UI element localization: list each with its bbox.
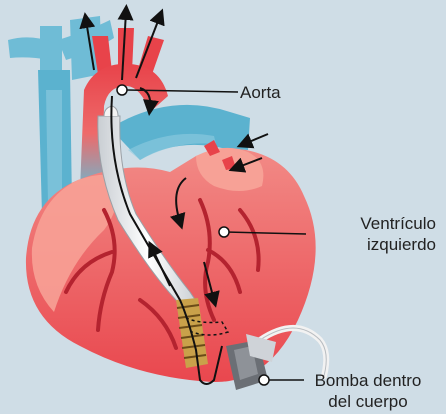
label-left-ventricle-line2: izquierdo <box>310 234 436 255</box>
label-pump-line1: Bomba dentro <box>296 370 440 391</box>
callout-marker <box>117 85 127 95</box>
label-aorta: Aorta <box>240 82 281 103</box>
label-left-ventricle: Ventrículo izquierdo <box>310 213 436 255</box>
callout-marker <box>219 227 229 237</box>
label-pump-in-body: Bomba dentro del cuerpo <box>296 370 440 412</box>
callout-marker <box>259 375 269 385</box>
label-left-ventricle-line1: Ventrículo <box>310 213 436 234</box>
label-pump-line2: del cuerpo <box>296 391 440 412</box>
